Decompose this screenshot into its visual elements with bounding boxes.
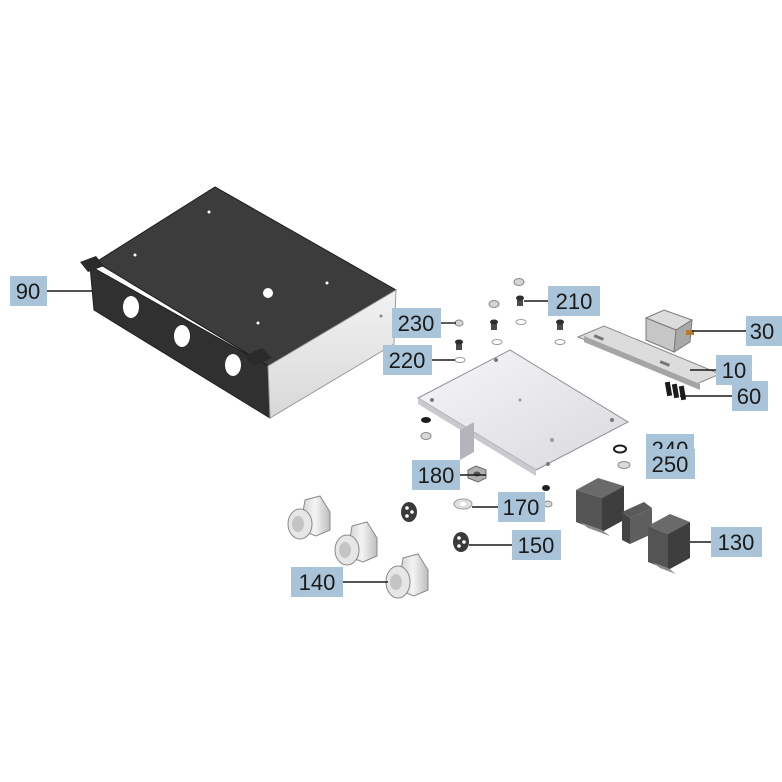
- cable-hole: [225, 354, 241, 376]
- svg-text:60: 60: [737, 384, 761, 409]
- part-60-end-clamps: [664, 381, 687, 401]
- callout-60: 60: [732, 381, 768, 411]
- callout-180: 180: [412, 460, 460, 490]
- callout-30: 30: [746, 316, 782, 346]
- part-140-cable-glands: [287, 495, 429, 599]
- callout-90: 90: [10, 276, 47, 306]
- svg-text:90: 90: [16, 279, 40, 304]
- svg-text:140: 140: [299, 570, 336, 595]
- hardware-210-nuts-screws: [488, 278, 566, 345]
- hardware-180-nut: [467, 465, 487, 483]
- mounting-plate: [416, 349, 630, 476]
- hardware-left-washers: [420, 417, 432, 440]
- part-130-modules: [576, 478, 690, 574]
- cable-gland: [334, 521, 378, 566]
- part-150-grommets: [401, 502, 469, 552]
- relay-module-thin: [622, 502, 652, 544]
- hardware-240-250-washers: [613, 444, 631, 469]
- svg-text:250: 250: [652, 452, 689, 477]
- callout-140: 140: [291, 567, 343, 597]
- callout-230: 230: [392, 308, 441, 338]
- callout-130: 130: [711, 527, 762, 557]
- callout-250: 250: [646, 449, 695, 479]
- svg-text:130: 130: [718, 530, 755, 555]
- svg-text:210: 210: [556, 289, 593, 314]
- hardware-170-washer: [453, 485, 553, 510]
- cable-hole: [123, 296, 139, 318]
- cable-hole: [174, 325, 190, 347]
- part-30-terminal-block: [644, 309, 694, 353]
- callout-210: 210: [548, 286, 600, 316]
- hardware-220-screw: [454, 339, 466, 363]
- callout-170: 170: [498, 492, 545, 522]
- callout-150: 150: [512, 530, 561, 560]
- relay-module-large: [576, 478, 624, 536]
- cable-gland: [385, 553, 429, 599]
- svg-text:170: 170: [503, 495, 540, 520]
- callout-10: 10: [716, 355, 752, 385]
- svg-text:150: 150: [518, 533, 555, 558]
- cable-gland: [287, 495, 331, 540]
- relay-module-medium: [648, 514, 690, 574]
- svg-text:230: 230: [398, 311, 435, 336]
- leader-lines: [47, 290, 746, 583]
- svg-text:30: 30: [750, 319, 774, 344]
- callout-220: 220: [383, 345, 432, 375]
- hardware-230-nut: [454, 319, 464, 327]
- svg-text:10: 10: [722, 358, 746, 383]
- svg-text:180: 180: [418, 463, 455, 488]
- part-90-enclosure-cover: [80, 186, 397, 419]
- svg-text:220: 220: [389, 348, 426, 373]
